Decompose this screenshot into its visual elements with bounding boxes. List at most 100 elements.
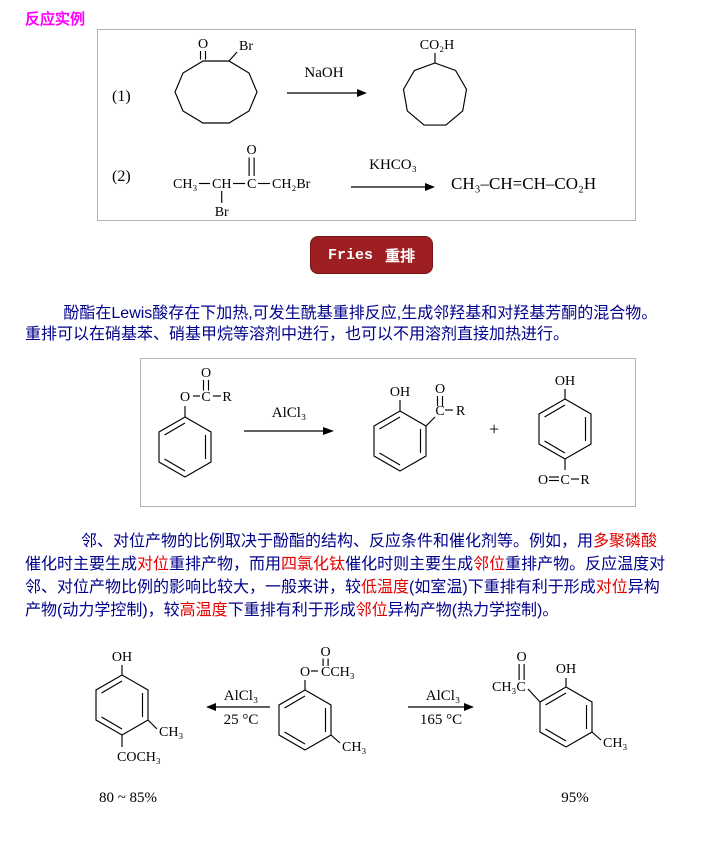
- atom-label-o: O: [517, 650, 527, 665]
- benzene-ring: [539, 686, 593, 748]
- benzene-ring: [278, 689, 332, 751]
- section-title: 反应实例: [25, 11, 86, 28]
- bromo-cycloketone-structure: O Br: [174, 37, 258, 124]
- group-label-ch2br: CH₂Br: [272, 177, 311, 192]
- atom-label-o: O: [435, 382, 445, 397]
- reaction-arrow: [351, 183, 435, 191]
- group-label-ch3: CH₃: [173, 177, 197, 192]
- reagent-label-alcl3: AlCl₃: [271, 405, 307, 421]
- yield-label-left: 80 ~ 85%: [98, 790, 158, 806]
- fries-scheme-box: O C O R AlCl₃ OH: [140, 358, 636, 507]
- body-text: 异构: [627, 579, 660, 596]
- fries-label-latin: Fries: [327, 246, 373, 264]
- reagent-label-alcl3: AlCl₃: [223, 688, 259, 704]
- reagent-label-khco3: KHCO₃: [369, 157, 417, 173]
- highlighted-text: 对位: [137, 556, 170, 573]
- reaction-arrow: [244, 427, 334, 435]
- reagent-label-alcl3: AlCl₃: [425, 688, 461, 704]
- group-label-ch3c: CH₃C: [492, 680, 526, 695]
- ring-acid-product-structure: CO₂H: [402, 38, 468, 126]
- atom-label-o-carbonyl: O: [321, 645, 331, 660]
- body-text: 重排产物。反应温度对: [505, 556, 666, 573]
- discussion-paragraph: 邻、对位产物的比例取决于酚酯的结构、反应条件和催化剂等。例如，用多聚磷酸催化时主…: [25, 530, 695, 622]
- dibromo-ketone-chain-structure: CH₃ CH C CH₂Br O Br: [173, 143, 311, 218]
- atom-label-c: C: [247, 177, 256, 192]
- reagent-label-naoh: NaOH: [304, 65, 344, 81]
- reaction-arrow: [287, 89, 367, 97]
- m-tolyl-acetate-structure: O CCH₃ O CH₃: [278, 645, 366, 755]
- reaction-2-label: (2): [112, 168, 131, 185]
- phenyl-ester-structure: O C O R: [158, 366, 232, 478]
- highlighted-text: 多聚磷酸: [593, 533, 658, 550]
- atom-label-o-phenolic: O: [180, 390, 190, 405]
- ortho-hydroxy-ketone-structure: OH C O R: [373, 382, 466, 472]
- para-hydroxy-ketone-structure: OH O C R: [538, 374, 592, 488]
- text-line: 酚酯在Lewis酸存在下加热,可发生酰基重排反应,生成邻羟基和对羟基芳酮的混合物…: [25, 303, 695, 324]
- group-label-ch3: CH₃: [603, 736, 627, 751]
- group-label-r: R: [222, 390, 232, 405]
- group-label-coch3: COCH₃: [117, 750, 161, 765]
- group-label-r: R: [456, 404, 466, 419]
- body-text: 催化时则主要生成: [345, 556, 474, 573]
- body-text: 催化时主要生成: [25, 556, 138, 573]
- atom-label-c: C: [435, 404, 444, 419]
- atom-label-c: C: [560, 473, 569, 488]
- yield-label-right: 95%: [561, 790, 589, 806]
- group-label-oh: OH: [556, 662, 576, 677]
- benzene-ring: [95, 674, 149, 736]
- body-text: 异构产物(热力学控制)。: [387, 602, 559, 619]
- text-line: 重排可以在硝基苯、硝基甲烷等溶剂中进行，也可以不用溶剂直接加热进行。: [25, 324, 695, 345]
- atom-label-o-phenolic: O: [300, 665, 310, 680]
- atom-label-o: O: [247, 143, 257, 158]
- temperature-label: 25 °C: [223, 712, 259, 728]
- carbocycle-ring: [174, 60, 258, 124]
- atom-label-br: Br: [215, 205, 229, 218]
- fries-rearrangement-button[interactable]: Fries 重排: [310, 236, 433, 274]
- benzene-ring: [538, 398, 592, 460]
- text-line: 邻、对位产物比例的影响比较大，一般来讲，较低温度(如室温)下重排有利于形成对位异…: [25, 576, 695, 599]
- atom-label-br: Br: [239, 39, 253, 54]
- body-text: 酚酯在Lewis酸存在下加热,可发生酰基重排反应,生成邻羟基和对羟基芳酮的混合物…: [63, 305, 658, 322]
- group-label-ch3: CH₃: [159, 725, 183, 740]
- highlighted-text: 对位: [595, 579, 628, 596]
- group-label-oh: OH: [390, 385, 410, 400]
- text-line: 催化时主要生成对位重排产物，而用四氯化钛催化时则主要生成邻位重排产物。反应温度对: [25, 553, 695, 576]
- reaction-1-label: (1): [112, 88, 131, 105]
- body-text: 重排可以在硝基苯、硝基甲烷等溶剂中进行，也可以不用溶剂直接加热进行。: [25, 326, 570, 343]
- body-text: 产物(动力学控制)，较: [25, 602, 180, 619]
- highlighted-text: 低温度: [361, 579, 410, 596]
- group-label-oh: OH: [112, 650, 132, 665]
- group-label-oh: OH: [555, 374, 575, 389]
- highlighted-text: 邻位: [473, 556, 506, 573]
- body-text: 下重排有利于形成: [227, 602, 356, 619]
- reaction-examples-box: (1) O Br NaOH CO₂H (2) CH₃ CH: [97, 29, 636, 221]
- highlighted-text: 邻位: [355, 602, 388, 619]
- text-line: 产物(动力学控制)，较高温度下重排有利于形成邻位异构产物(热力学控制)。: [25, 599, 695, 622]
- group-label-r: R: [580, 473, 590, 488]
- body-text: 重排产物，而用: [169, 556, 282, 573]
- unsaturated-acid-product: CH₃–CH=CH–CO₂H: [451, 174, 597, 193]
- temperature-label: 165 °C: [419, 712, 463, 728]
- benzene-ring: [373, 410, 427, 472]
- body-text: (如室温)下重排有利于形成: [409, 579, 596, 596]
- highlighted-text: 四氯化钛: [281, 556, 346, 573]
- group-label-co2h: CO₂H: [420, 38, 454, 53]
- group-label-ch3: CH₃: [342, 740, 366, 755]
- plus-sign: +: [489, 419, 500, 439]
- carbocycle-ring: [402, 62, 468, 126]
- para-acetyl-cresol-structure: OH CH₃ COCH₃: [95, 650, 183, 765]
- text-line: 邻、对位产物的比例取决于酚酯的结构、反应条件和催化剂等。例如，用多聚磷酸: [25, 530, 695, 553]
- fries-label-cjk: 重排: [385, 247, 416, 265]
- atom-label-c: C: [201, 390, 210, 405]
- ortho-acetyl-cresol-structure: CH₃C O OH CH₃: [492, 650, 627, 751]
- benzene-ring: [158, 416, 212, 478]
- body-text: 邻、对位产物的比例取决于酚酯的结构、反应条件和催化剂等。例如，用: [81, 533, 594, 550]
- reaction-arrow-left: [206, 703, 270, 711]
- atom-label-o-carbonyl: O: [201, 366, 211, 381]
- atom-label-o: O: [538, 473, 548, 488]
- body-text: 邻、对位产物比例的影响比较大，一般来讲，较: [25, 579, 362, 596]
- atom-label-o: O: [198, 37, 208, 52]
- intro-paragraph: 酚酯在Lewis酸存在下加热,可发生酰基重排反应,生成邻羟基和对羟基芳酮的混合物…: [25, 303, 695, 345]
- reaction-arrow-right: [408, 703, 474, 711]
